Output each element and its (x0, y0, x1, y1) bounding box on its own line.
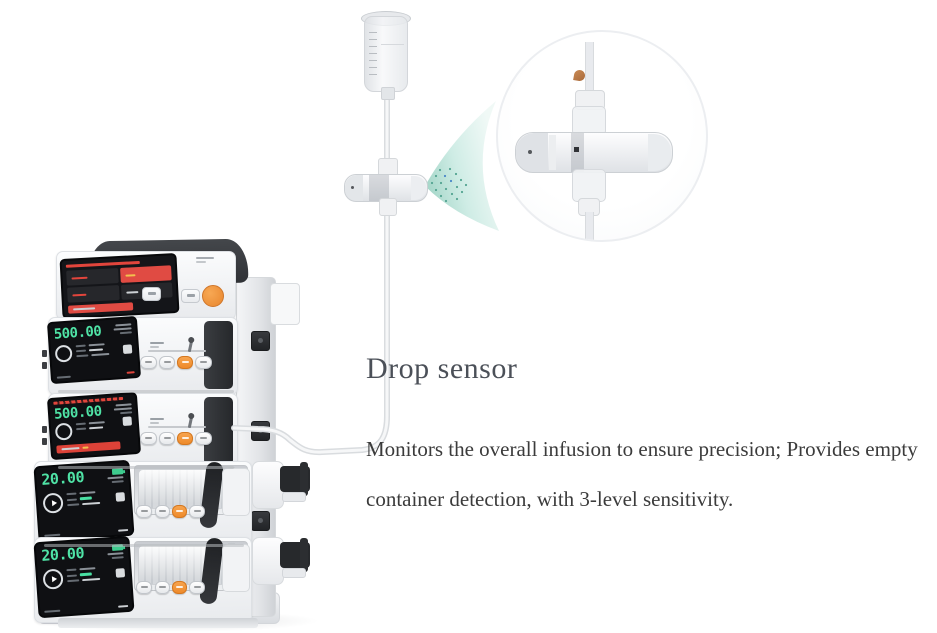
pump-display: 500.00 (46, 391, 142, 461)
fluid-level-line (381, 44, 404, 45)
progress-gauge (54, 344, 73, 363)
pump-button-power (136, 505, 152, 518)
rail-clamp-1 (251, 331, 270, 351)
inset-upper-chamber (572, 106, 606, 136)
pole-clamp (252, 537, 284, 585)
pump-button-start (195, 432, 212, 445)
brand-logo (150, 342, 164, 348)
run-icon (51, 575, 57, 583)
brand-logo (150, 418, 164, 424)
alarm-banner (67, 302, 134, 314)
brand-logo (196, 257, 214, 263)
progress-gauge (42, 492, 64, 514)
display-value: 500.00 (53, 403, 103, 423)
run-icon (51, 499, 57, 507)
pump-button-menu (159, 356, 175, 369)
feature-title: Drop sensor (366, 352, 518, 385)
dock-button-2 (181, 289, 200, 303)
inset-lower-chamber (572, 169, 606, 202)
display-value: 20.00 (40, 467, 85, 489)
alarm-banner (56, 441, 121, 454)
pump-display: 500.00 (46, 315, 142, 385)
inset-sensor-eye (528, 150, 532, 154)
display-value: 20.00 (40, 543, 85, 565)
pump-button-power (140, 356, 157, 369)
dock-button-1 (142, 287, 161, 301)
pump-button-bolus (177, 432, 193, 445)
sensor-eye (351, 186, 354, 189)
beam-dots (430, 167, 468, 203)
pump-display: 20.00 (33, 459, 135, 543)
rail-clamp-2 (251, 421, 270, 441)
pump-button-power (136, 581, 152, 594)
base-front-edge (58, 618, 258, 628)
pump-button-bolus (177, 356, 193, 369)
dock-rotary-knob (202, 285, 224, 307)
pump-button-bolus (172, 581, 187, 594)
pump-button-bolus (172, 505, 187, 518)
progress-gauge (54, 422, 73, 441)
inset-tube-bottom (585, 212, 594, 240)
magnifier-inset-circle (496, 30, 708, 242)
pump-button-start (195, 356, 212, 369)
beam-shape (425, 101, 499, 231)
pump-button-menu (155, 581, 170, 594)
pump-button-start (189, 581, 205, 594)
feature-description: Monitors the overall infusion to ensure … (366, 437, 918, 511)
pump-display: 20.00 (33, 535, 135, 619)
pump-button-power (140, 432, 157, 445)
pump-button-start (189, 505, 205, 518)
progress-gauge (42, 568, 64, 590)
dock-touchscreen (59, 252, 180, 320)
plunger-holder (222, 544, 250, 592)
rail-clamp-3 (251, 511, 270, 531)
inset-tube-top (585, 42, 594, 94)
pump-button-menu (155, 505, 170, 518)
display-value: 500.00 (53, 323, 102, 343)
pump-button-menu (159, 432, 175, 445)
plunger-holder (222, 468, 250, 516)
battery-icon (111, 468, 124, 475)
rail-bracket (270, 283, 300, 325)
